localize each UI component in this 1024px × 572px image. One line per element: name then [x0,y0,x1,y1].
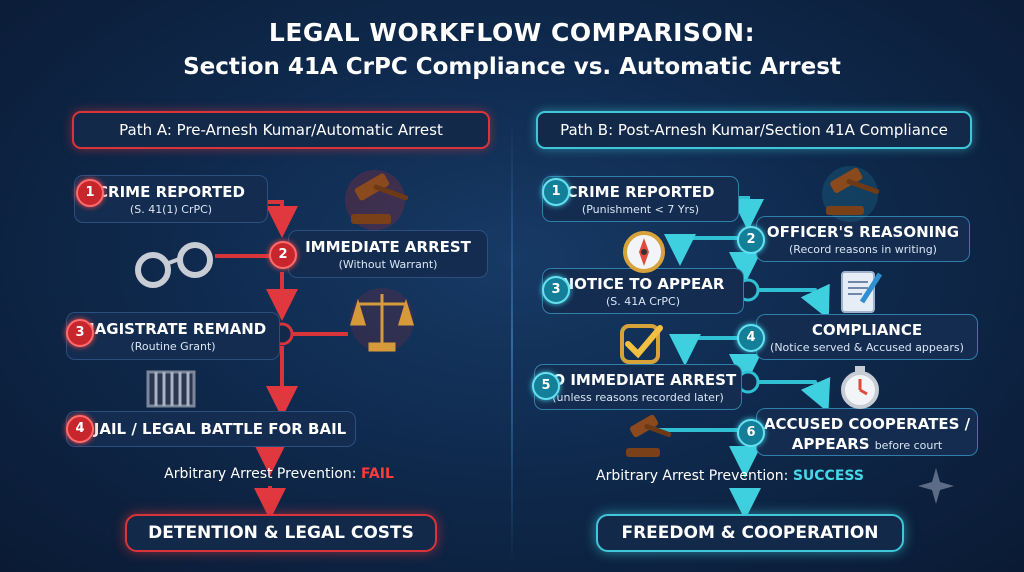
title-line-1: LEGAL WORKFLOW COMPARISON: [268,18,756,47]
step-subtitle: (S. 41(1) CrPC) [129,203,213,216]
step-subtitle: (Without Warrant) [338,258,438,271]
step-subtitle: (Notice served & Accused appears) [770,341,964,354]
path-b-step-1: CRIME REPORTED (Punishment < 7 Yrs) [542,176,739,222]
step-number-b-1: 1 [542,178,570,206]
step-title: NOTICE TO APPEAR [561,275,725,293]
path-a-step-2: IMMEDIATE ARREST (Without Warrant) [288,230,488,278]
connector-a-1-2 [266,200,298,238]
connector-b-1-2 [732,196,764,231]
step-number-a-3: 3 [66,319,94,347]
step-number-a-4: 4 [66,415,94,443]
center-divider [511,118,513,568]
connector-b-compass [664,234,745,266]
step-number-b-4: 4 [737,324,765,352]
result-label: Arbitrary Arrest Prevention: [164,466,361,482]
step-subtitle: (Punishment < 7 Yrs) [581,203,700,216]
step-title: MAGISTRATE REMAND [79,320,267,338]
path-a-final-outcome: DETENTION & LEGAL COSTS [125,514,437,552]
step-subtitle: (Routine Grant) [130,340,216,353]
result-value-fail: FAIL [360,466,394,482]
path-a-step-1: CRIME REPORTED (S. 41(1) CrPC) [74,175,268,223]
step-title: CRIME REPORTED [97,183,245,201]
step-number-b-3: 3 [542,276,570,304]
path-a-step-4: JAIL / LEGAL BATTLE FOR BAIL [66,411,356,447]
path-b-step-2: OFFICER'S REASONING (Record reasons in w… [756,216,970,262]
step-title: COMPLIANCE [811,321,923,339]
step-subtitle: (S. 41A CrPC) [605,295,681,308]
step-number-b-2: 2 [737,226,765,254]
step-subtitle: (Record reasons in writing) [789,243,937,256]
step-title: IMMEDIATE ARREST [305,238,471,256]
step-title-line-2: APPEARS [791,435,870,453]
step-subtitle: before court [874,439,943,452]
result-label: Arbitrary Arrest Prevention: [596,468,793,484]
path-a-header: Path A: Pre-Arnesh Kumar/Automatic Arres… [72,111,490,149]
path-a-step-3: MAGISTRATE REMAND (Routine Grant) [66,312,280,360]
step-title: ACCUSED COOPERATES / [763,415,971,433]
path-b-header: Path B: Post-Arnesh Kumar/Section 41A Co… [536,111,972,149]
step-number-b-5: 5 [532,372,560,400]
title-line-2: Section 41A CrPC Compliance vs. Automati… [183,54,841,80]
connector-b-3-4 [752,283,830,320]
path-b-result: Arbitrary Arrest Prevention: SUCCESS [596,468,916,484]
result-value-success: SUCCESS [792,468,864,484]
step-title: CRIME REPORTED [566,183,715,201]
step-subtitle: (unless reasons recorded later) [552,391,724,404]
path-b-step-4: COMPLIANCE (Notice served & Accused appe… [756,314,978,360]
step-title: JAIL / LEGAL BATTLE FOR BAIL [93,420,347,438]
step-number-a-2: 2 [269,241,297,269]
step-number-a-1: 1 [76,179,104,207]
connector-b-5-6 [752,376,831,413]
path-b-step-5: NO IMMEDIATE ARREST (unless reasons reco… [534,364,742,410]
path-b-step-6: ACCUSED COOPERATES / APPEARS before cour… [756,408,978,456]
path-a-result: Arbitrary Arrest Prevention: FAIL [144,466,414,482]
step-title: OFFICER'S REASONING [766,223,960,241]
step-title: NO IMMEDIATE ARREST [539,371,737,389]
step-number-b-6: 6 [737,419,765,447]
path-b-step-3: NOTICE TO APPEAR (S. 41A CrPC) [542,268,744,314]
connector-b-check [669,334,755,366]
path-b-final-outcome: FREEDOM & COOPERATION [596,514,904,552]
